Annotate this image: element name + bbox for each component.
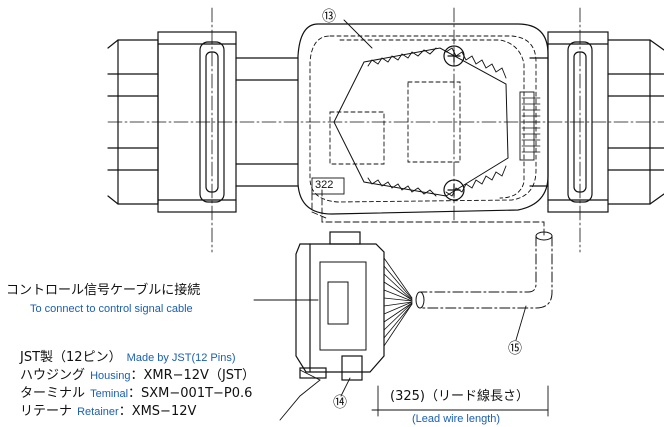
housing-line: ハウジング Housing：XMR−12V（JST）	[20, 366, 255, 382]
valve-body	[297, 23, 549, 215]
connector	[295, 231, 413, 381]
part-number-13: ⑬	[322, 9, 336, 25]
marking-label: 322	[315, 179, 334, 191]
lead-wire	[415, 231, 553, 309]
terminal-line: ターミナル Teminal：SXM−001T−P0.6	[20, 384, 252, 400]
housing-value: ：XMR−12V（JST）	[130, 368, 255, 383]
retainer-en: Retainer	[77, 406, 119, 418]
housing-ja: ハウジング	[20, 368, 86, 383]
control-signal-label-ja: コントロール信号ケーブルに接続	[6, 283, 201, 298]
terminal-en: Teminal	[90, 388, 129, 400]
cable-outline	[311, 189, 545, 237]
leader-lines	[253, 19, 549, 421]
terminal-value: ：SXM−001T−P0.6	[128, 386, 253, 401]
retainer-line: リテーナ Retainer：XMS−12V	[20, 402, 196, 418]
control-signal-label-en: To connect to control signal cable	[30, 303, 193, 315]
lead-wire-label-ja: (325)（リード線長さ）	[390, 389, 529, 404]
center-lines	[107, 7, 664, 253]
left-fitting	[107, 31, 299, 213]
retainer-ja: リテーナ	[20, 404, 73, 419]
retainer-value: ：XMS−12V	[118, 404, 197, 419]
connector-maker-line: JST製（12ピン） Made by JST(12 Pins)	[20, 348, 236, 364]
lead-wire-label-en: (Lead wire length)	[412, 413, 501, 425]
maker-en: Made by JST(12 Pins)	[126, 352, 236, 364]
maker-ja: JST製（12ピン）	[20, 350, 122, 365]
part-number-14: ⑭	[333, 395, 347, 411]
housing-en: Housing	[90, 370, 131, 382]
terminal-ja: ターミナル	[20, 386, 86, 401]
part-number-15: ⑮	[508, 341, 522, 357]
